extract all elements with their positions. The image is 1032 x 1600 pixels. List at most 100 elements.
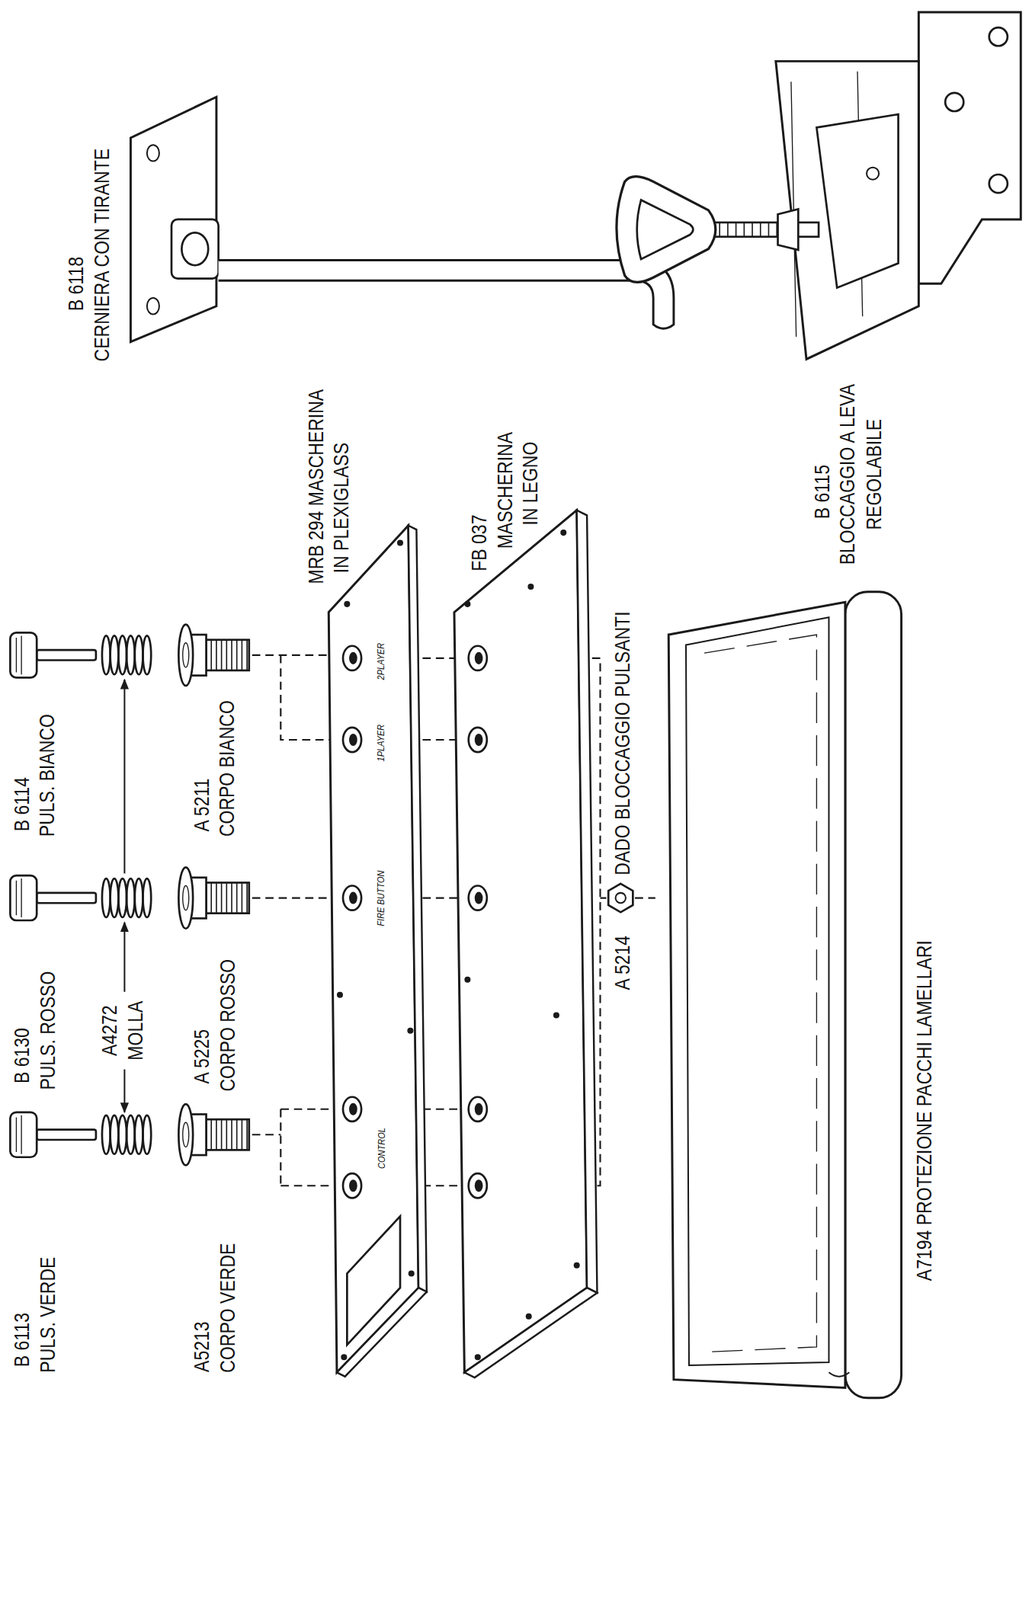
screw-thread bbox=[719, 222, 777, 238]
panel-hole bbox=[342, 1097, 362, 1122]
part-code: B 6130 bbox=[10, 1028, 34, 1084]
leader-arrow bbox=[123, 923, 125, 993]
spring bbox=[102, 1115, 151, 1155]
screw-hole bbox=[553, 1012, 560, 1020]
assembly-line bbox=[252, 897, 343, 899]
lever-handle bbox=[616, 176, 716, 283]
clamp-screw bbox=[866, 167, 879, 180]
panel-edge bbox=[408, 525, 427, 1293]
spring bbox=[102, 878, 151, 918]
tray-inner-rim bbox=[685, 617, 829, 1366]
part-name: CORPO VERDE bbox=[215, 1243, 239, 1373]
screw-hole bbox=[560, 529, 567, 536]
screw-holes bbox=[336, 539, 415, 1361]
green-button bbox=[9, 1112, 96, 1158]
screw-hole bbox=[336, 992, 343, 999]
screw-hole bbox=[343, 601, 350, 608]
hinge-pin bbox=[181, 232, 209, 266]
panel-hole bbox=[468, 885, 488, 911]
panel-marking: CONTROL bbox=[374, 1128, 387, 1170]
green-body bbox=[178, 1104, 249, 1166]
screw-holes bbox=[464, 529, 580, 1361]
assembly-line bbox=[252, 1109, 343, 1186]
panel-hole bbox=[342, 1173, 362, 1199]
panel-hole bbox=[468, 1097, 488, 1122]
hinge-screw-hole bbox=[147, 298, 160, 315]
part-code: B 6118 bbox=[64, 256, 88, 311]
base-hole bbox=[945, 92, 964, 112]
lock-clamp bbox=[816, 114, 898, 289]
part-name: MOLLA bbox=[124, 1001, 148, 1061]
panel-edge bbox=[464, 1288, 597, 1379]
screw-hole bbox=[464, 601, 471, 608]
adjust-screw bbox=[710, 222, 819, 238]
part-name: A7194 PROTEZIONE PACCHI LAMELLARI bbox=[913, 940, 936, 1282]
red-button bbox=[9, 875, 96, 921]
part-code: FB 037 bbox=[467, 515, 491, 572]
part-name: PULS. VERDE bbox=[36, 1256, 60, 1373]
part-code: A 5225 bbox=[190, 1029, 214, 1085]
panel-hole bbox=[342, 885, 362, 911]
base-hole bbox=[989, 27, 1008, 46]
part-code: A 5211 bbox=[190, 778, 214, 833]
spring bbox=[102, 635, 151, 675]
part-name: MRB 294 MASCHERINA bbox=[304, 388, 328, 584]
part-name: CERNIERA CON TIRANTE bbox=[90, 148, 114, 362]
part-code: A5213 bbox=[190, 1322, 214, 1374]
panel-hole bbox=[342, 646, 362, 671]
part-name: IN PLEXIGLASS bbox=[330, 442, 353, 574]
screw-hole bbox=[474, 1354, 481, 1361]
tray-body bbox=[845, 592, 902, 1399]
leader-arrow bbox=[123, 679, 125, 874]
panel-hole bbox=[468, 1173, 488, 1199]
screw-hole bbox=[407, 1028, 414, 1035]
handle-opening bbox=[637, 200, 694, 260]
hinge-with-tie-rod bbox=[130, 96, 674, 342]
part-name: CORPO ROSSO bbox=[215, 959, 239, 1093]
part-code: B 6115 bbox=[810, 464, 834, 520]
screw-hole bbox=[340, 1354, 347, 1361]
lock-base bbox=[918, 12, 1021, 284]
tray-rim bbox=[668, 602, 846, 1388]
adjustable-lever-lock bbox=[616, 12, 1021, 359]
panel-marking: FIRE BUTTON bbox=[374, 870, 387, 927]
lock-nut bbox=[608, 884, 633, 913]
panel-edge bbox=[576, 510, 598, 1294]
screw-hole bbox=[464, 977, 471, 984]
part-name: REGOLABILE bbox=[862, 419, 885, 531]
tray-notch bbox=[828, 1372, 850, 1377]
screw-hole bbox=[525, 1314, 533, 1321]
part-name: BLOCCAGGIO A LEVA bbox=[836, 384, 860, 565]
tie-rod bbox=[218, 260, 674, 330]
part-code: B 6114 bbox=[10, 777, 34, 832]
part-name: PULS. ROSSO bbox=[36, 971, 60, 1090]
hinge-knuckle bbox=[171, 219, 219, 279]
part-name: DADO BLOCCAGGIO PULSANTI bbox=[611, 612, 635, 876]
red-body bbox=[178, 867, 249, 929]
part-name: CORPO BIANCO bbox=[215, 700, 239, 837]
part-name: PULS. BIANCO bbox=[36, 714, 60, 837]
plexiglass-panel bbox=[328, 525, 427, 1378]
protection-tray bbox=[668, 592, 901, 1399]
nut-bore bbox=[615, 893, 626, 904]
white-body bbox=[178, 624, 249, 686]
tray-shading bbox=[704, 634, 817, 1353]
panel-hole bbox=[342, 727, 362, 753]
white-button bbox=[9, 632, 96, 678]
screw-hole bbox=[408, 1270, 415, 1277]
screw-hole bbox=[397, 539, 404, 546]
leader-arrow bbox=[123, 1070, 125, 1113]
panel-marking: 2PLAYER bbox=[374, 642, 387, 680]
part-code: B 6113 bbox=[10, 1313, 34, 1368]
part-code: A4272 bbox=[98, 1005, 122, 1057]
screw-hole bbox=[573, 1262, 581, 1270]
part-code: A 5214 bbox=[611, 935, 635, 991]
wooden-panel bbox=[454, 510, 597, 1379]
hinge-screw-hole bbox=[147, 144, 160, 161]
nut-hexagon bbox=[608, 884, 633, 913]
lock-wedge bbox=[775, 60, 919, 359]
panel-hole bbox=[468, 646, 488, 671]
base-hole bbox=[989, 174, 1008, 193]
